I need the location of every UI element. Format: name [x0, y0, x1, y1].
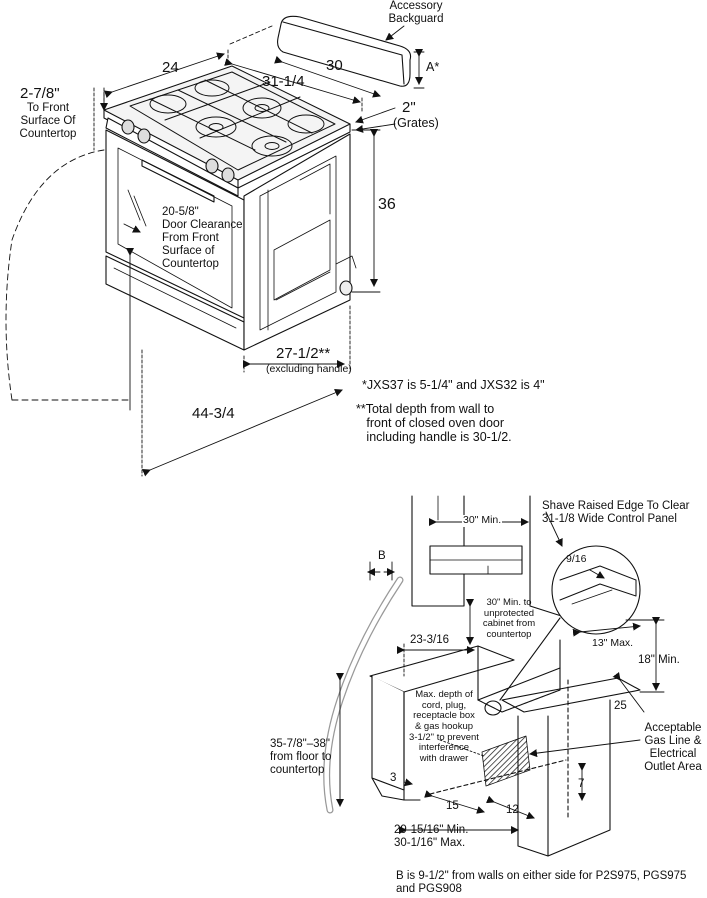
depth-range-label: 29-15/16" Min. 30-1/16" Max.	[394, 824, 469, 849]
grates-label: (Grates)	[393, 116, 439, 130]
cabinet-illustration	[323, 495, 641, 857]
dimension-7-label: 7	[578, 778, 585, 790]
dimension-2-grates-label: 2"	[402, 99, 416, 116]
oven-handle	[141, 159, 215, 203]
cutout-opening	[477, 639, 561, 713]
dimension-a-label: A*	[426, 60, 440, 74]
cord-depth-note: Max. depth of cord, plug, receptacle box…	[409, 689, 479, 764]
countertop-left	[369, 645, 515, 693]
dimension-23-3-16-label: 23-3/16	[410, 634, 450, 646]
dimension-25-label: 25	[614, 700, 627, 712]
range-side	[243, 133, 351, 351]
cabinet-clearance-note: 30" Min. to unprotected cabinet from cou…	[482, 597, 536, 640]
dimension-30-label: 30	[326, 57, 343, 74]
max-13-label: 13" Max.	[592, 637, 634, 649]
excluding-handle-label: (excluding handle)	[266, 363, 352, 375]
b-label: B	[378, 550, 386, 562]
dimension-9-16-label: 9/16	[566, 553, 587, 565]
control-knobs	[121, 119, 235, 183]
jxs-note: *JXS37 is 5-1/4" and JXS32 is 4"	[362, 378, 545, 392]
bottom-dimension-lines	[336, 511, 665, 834]
dimension-15-label: 15	[446, 800, 459, 812]
total-depth-note: **Total depth from wall to front of clos…	[356, 402, 512, 444]
dimension-24-label: 24	[162, 59, 179, 76]
accessory-backguard-label: Accessory Backguard	[388, 0, 444, 25]
b-dimension-note: B is 9-1/2" from walls on either side fo…	[396, 870, 687, 895]
dimension-31-1-4-label: 31-1/4	[262, 73, 305, 90]
top-dimension-lines	[5, 25, 425, 477]
dimension-3-label: 3	[390, 772, 397, 784]
dimension-27-1-2-label: 27-1/2**	[276, 345, 331, 362]
countertop-right	[501, 677, 641, 713]
dimension-12-label: 12	[506, 804, 519, 816]
dimension-44-3-4-label: 44-3/4	[192, 405, 235, 422]
floor-to-countertop-note: 35-7/8"–38" from floor to countertop	[270, 738, 332, 776]
gas-line-area	[481, 735, 531, 787]
to-front-surface-label: To Front Surface Of Countertop	[19, 102, 77, 140]
gas-line-area-note: Acceptable Gas Line & Electrical Outlet …	[644, 722, 702, 773]
range-illustration	[103, 15, 412, 351]
min-18-label: 18" Min.	[638, 654, 680, 666]
door-clearance-label: 20-5/8" Door Clearance From Front Surfac…	[162, 206, 243, 270]
dimension-36-label: 36	[378, 196, 396, 213]
base-cabinet-left	[371, 675, 405, 791]
dimension-2-7-8-label: 2-7/8"	[20, 85, 60, 102]
door-swing-arc	[5, 149, 105, 401]
shave-raised-edge-note: Shave Raised Edge To Clear 31-1/8 Wide C…	[542, 500, 690, 525]
min-30-label: 30" Min.	[462, 514, 503, 527]
